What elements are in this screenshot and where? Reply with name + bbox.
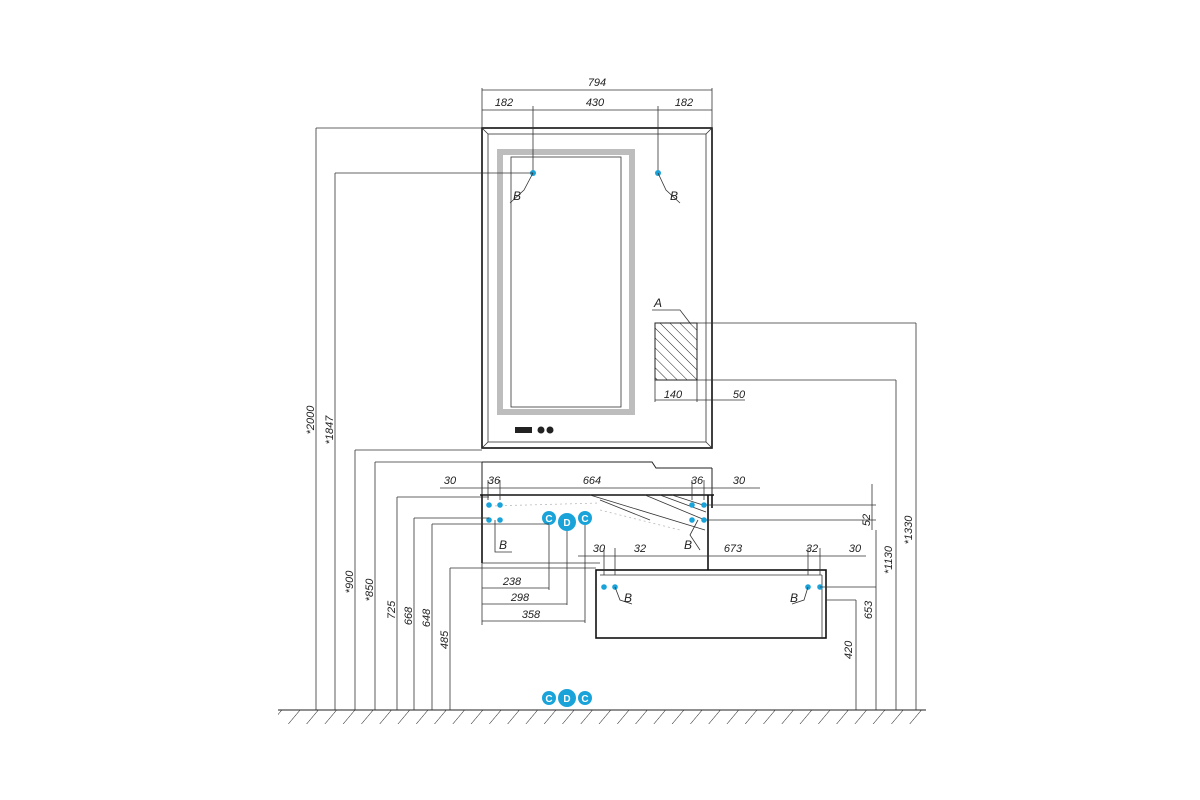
right-height-lines — [820, 323, 917, 710]
label-b: B — [670, 189, 678, 203]
height-668: 668 — [403, 606, 415, 625]
mount-point — [601, 584, 607, 590]
height-653: 653 — [863, 600, 875, 619]
dim-140: 140 — [664, 389, 683, 401]
shelf-dims — [440, 480, 876, 530]
dim-32: 32 — [634, 543, 646, 555]
mount-point — [497, 502, 503, 508]
dim-238: 238 — [502, 576, 522, 588]
mount-point — [486, 502, 492, 508]
dim-182-right: 182 — [675, 97, 693, 109]
dim-30: 30 — [593, 543, 606, 555]
mount-point — [689, 517, 695, 523]
height-420: 420 — [843, 640, 855, 659]
label-b: B — [499, 538, 507, 552]
dim-358: 358 — [522, 609, 541, 621]
height-1130: *1130 — [883, 545, 895, 574]
height-850: *850 — [364, 578, 376, 602]
height-2000: *2000 — [305, 405, 317, 435]
shelf-frame — [481, 495, 713, 570]
mount-point — [701, 517, 707, 523]
switch-panel — [515, 426, 554, 434]
height-485: 485 — [439, 630, 451, 649]
height-900: *900 — [344, 570, 356, 594]
label-d: D — [563, 694, 570, 705]
dim-430: 430 — [586, 97, 605, 109]
dim-36: 36 — [488, 475, 501, 487]
mirror-glass — [497, 149, 635, 415]
height-1330: *1330 — [903, 515, 915, 545]
label-d: D — [563, 518, 570, 529]
label-b: B — [513, 189, 521, 203]
dim-30: 30 — [733, 475, 746, 487]
hatch-dims — [654, 322, 916, 402]
drawer-dims — [578, 548, 866, 575]
height-1847: *1847 — [324, 415, 336, 445]
mirror-cabinet — [481, 127, 713, 449]
dim-298: 298 — [510, 592, 530, 604]
label-b: B — [790, 591, 798, 605]
height-648: 648 — [421, 608, 433, 627]
label-c: C — [581, 694, 588, 705]
label-c: C — [545, 514, 552, 525]
mount-point — [701, 502, 707, 508]
height-725: 725 — [386, 600, 398, 619]
label-c: C — [581, 514, 588, 525]
connector-group-lower — [542, 689, 592, 707]
dim-32: 32 — [806, 543, 818, 555]
dim-36: 36 — [691, 475, 704, 487]
mount-point — [689, 502, 695, 508]
drawer-unit — [595, 569, 827, 639]
label-b: B — [624, 591, 632, 605]
dim-30: 30 — [444, 475, 457, 487]
label-b: B — [684, 538, 692, 552]
floor — [278, 709, 926, 724]
mount-point — [486, 517, 492, 523]
shelf-glass — [489, 494, 707, 531]
dim-664: 664 — [583, 475, 601, 487]
top-dimensions — [481, 88, 713, 172]
label-c: C — [545, 694, 552, 705]
dim-794: 794 — [588, 77, 606, 89]
hatch-zone-a — [654, 322, 698, 381]
label-a: A — [653, 296, 662, 310]
left-height-lines — [315, 127, 596, 710]
connector-group-upper — [542, 511, 592, 531]
dim-50: 50 — [733, 389, 746, 401]
mount-point — [497, 517, 503, 523]
countertop — [480, 461, 714, 496]
dim-673: 673 — [724, 543, 743, 555]
dim-182-left: 182 — [495, 97, 513, 109]
dim-52: 52 — [861, 514, 873, 526]
dim-30: 30 — [849, 543, 862, 555]
